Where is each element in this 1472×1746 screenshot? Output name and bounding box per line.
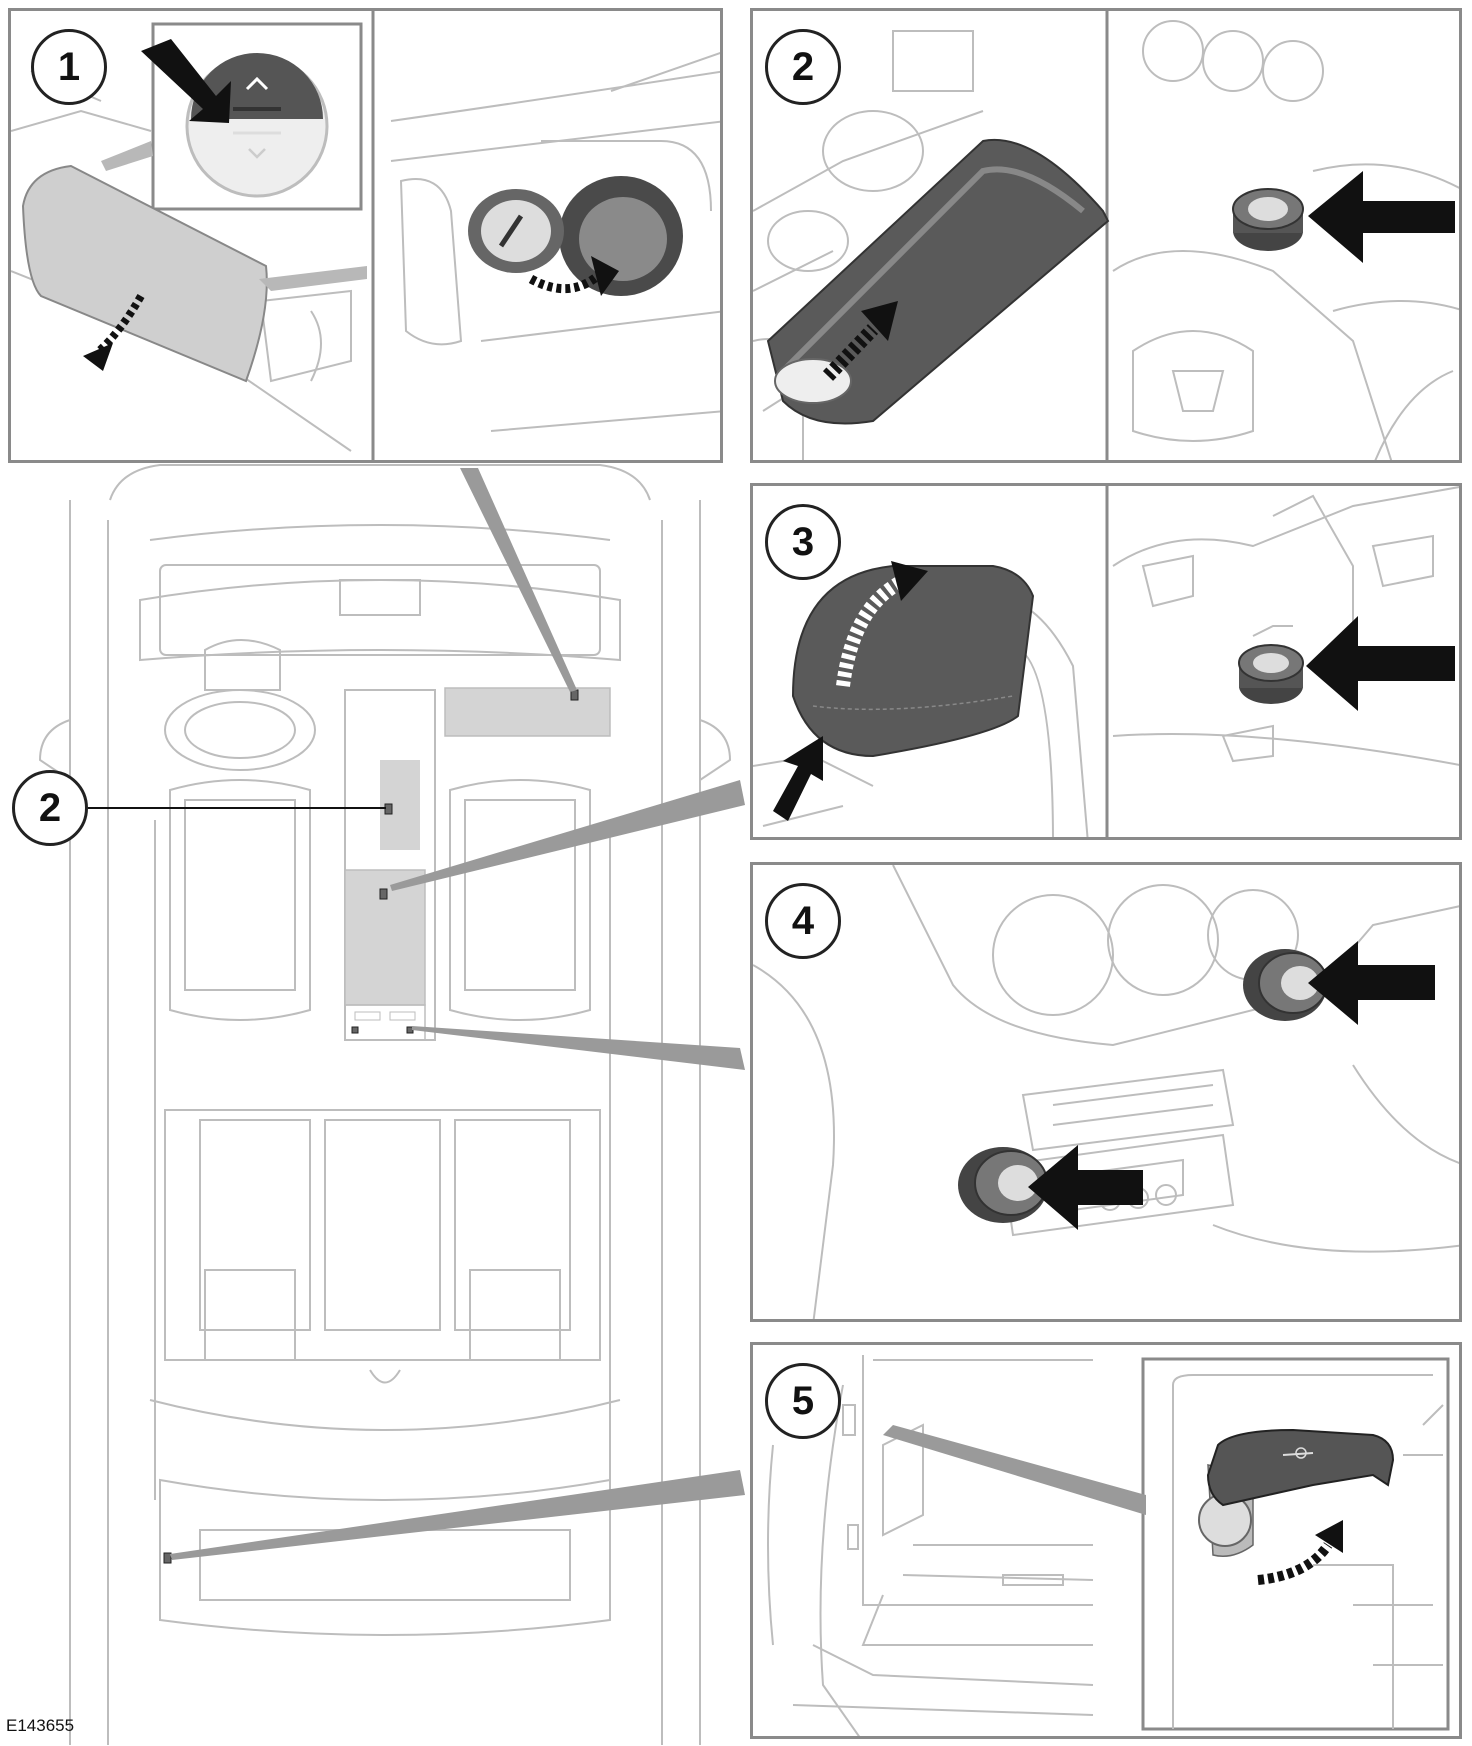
panel-5-loadspace-socket: 5 xyxy=(750,1342,1462,1739)
slide-arrow-icon xyxy=(822,324,879,381)
socket-marker-loadspace xyxy=(163,1552,172,1564)
rotate-arrow-icon xyxy=(528,269,605,294)
chevron-down-icon xyxy=(248,148,266,159)
armrest-lid xyxy=(791,565,1035,758)
leader-line-5 xyxy=(170,1470,745,1560)
figure-code: E143655 xyxy=(6,1716,75,1735)
panel-1-glovebox-socket: 1 xyxy=(8,8,723,463)
socket-marker-rear xyxy=(351,1026,359,1034)
leader-line-inset xyxy=(883,1425,1146,1515)
press-arrow-left xyxy=(1028,1145,1143,1230)
panel-4-rear-console-sockets: 4 xyxy=(750,862,1462,1322)
glovebox-zone xyxy=(444,687,611,737)
press-up-arrow xyxy=(773,736,823,821)
leader-line-1 xyxy=(460,468,577,692)
socket-marker-armrest xyxy=(379,888,388,900)
inset-socket-detail xyxy=(1141,1357,1450,1731)
press-arrow xyxy=(1306,616,1455,711)
leader-line-4 xyxy=(412,1026,745,1070)
press-arrow-right xyxy=(1308,941,1435,1025)
callout-5: 5 xyxy=(765,1363,841,1439)
panel-3-armrest-socket: 3 xyxy=(750,483,1462,840)
socket-marker-front-console xyxy=(384,803,393,815)
socket-cover xyxy=(1206,1428,1395,1507)
console-slide-cover xyxy=(766,138,1110,425)
car-top-view xyxy=(38,464,745,1745)
lift-cover-arrow-icon xyxy=(1257,1542,1333,1585)
open-arrow-icon xyxy=(96,294,145,354)
callout-4: 4 xyxy=(765,883,841,959)
glovebox-lid xyxy=(21,164,268,383)
chevron-up-icon xyxy=(245,76,269,91)
leader-line-3 xyxy=(390,780,745,891)
socket-marker-glovebox xyxy=(570,689,579,701)
callout-3: 3 xyxy=(765,504,841,580)
panel-2-front-console-socket: 2 xyxy=(750,8,1462,463)
callout-2-car: 2 xyxy=(12,770,88,846)
press-arrow xyxy=(141,39,231,123)
callout-1: 1 xyxy=(31,29,107,105)
callout-2: 2 xyxy=(765,29,841,105)
press-arrow xyxy=(1308,171,1455,263)
